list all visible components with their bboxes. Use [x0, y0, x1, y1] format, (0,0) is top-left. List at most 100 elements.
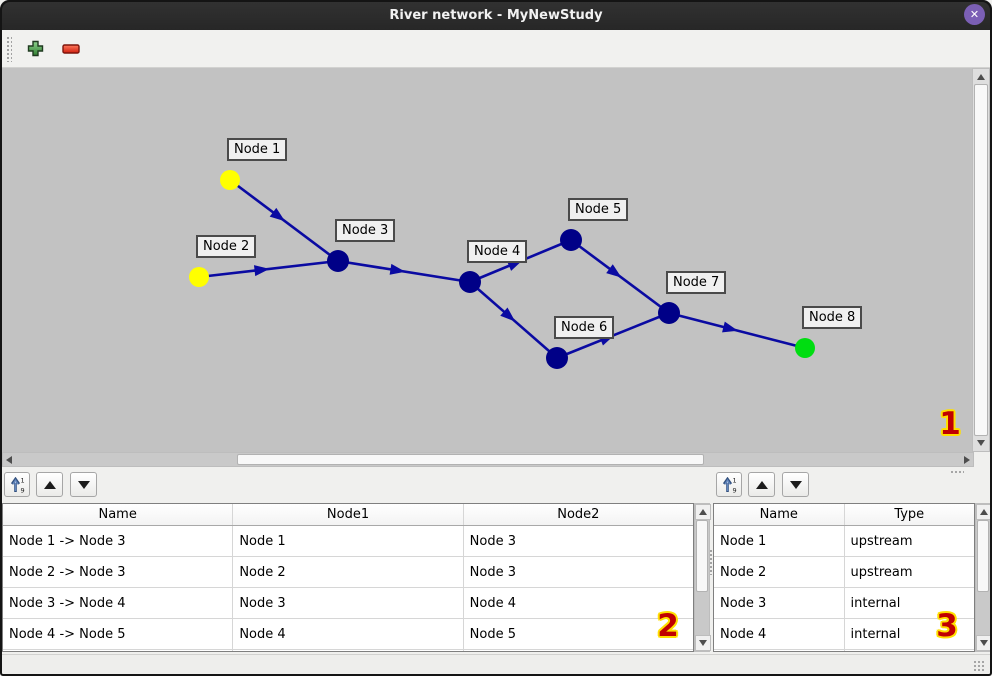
scroll-up-icon[interactable] — [977, 74, 985, 80]
table-cell[interactable]: internal — [850, 595, 901, 611]
node-label[interactable]: Node 6 — [554, 316, 615, 339]
add-button[interactable] — [22, 36, 48, 62]
river-node[interactable] — [189, 267, 209, 287]
table-cell[interactable]: Node 3 — [233, 588, 464, 618]
column-header[interactable]: Type — [894, 507, 925, 522]
river-node[interactable] — [546, 347, 568, 369]
column-header[interactable]: Node2 — [557, 507, 600, 522]
table-cell[interactable] — [845, 650, 975, 651]
river-node[interactable] — [560, 229, 582, 251]
svg-text:9: 9 — [20, 486, 24, 493]
table-cell[interactable]: Node 4 -> Node 5 — [3, 619, 234, 649]
table-cell[interactable]: Node 3 — [469, 533, 516, 549]
nodes-sort-button[interactable]: 1 9 — [716, 472, 742, 497]
table-cell[interactable] — [233, 650, 464, 651]
table-cell[interactable]: upstream — [850, 564, 913, 580]
column-header[interactable]: Node1 — [233, 504, 464, 525]
table-cell[interactable] — [3, 650, 234, 651]
table-row[interactable]: Node 3 internal — [714, 588, 974, 619]
flow-direction-arrow-icon — [389, 263, 406, 275]
table-row[interactable] — [714, 650, 975, 651]
nodes-move-up-button[interactable] — [748, 472, 775, 497]
node-label[interactable]: Node 3 — [335, 219, 396, 242]
table-cell[interactable]: Node 2 — [714, 557, 845, 587]
close-button[interactable]: ✕ — [964, 4, 985, 25]
column-header[interactable]: Name — [714, 504, 845, 525]
table-cell[interactable]: Node 2 -> Node 3 — [3, 557, 234, 587]
canvas-vscroll-thumb[interactable] — [974, 84, 988, 436]
scroll-up-icon — [699, 509, 707, 515]
reaches-table-scrollbar[interactable] — [694, 503, 711, 652]
node-label[interactable]: Node 1 — [227, 138, 288, 161]
scroll-down-button[interactable] — [976, 635, 992, 651]
table-row[interactable]: Node 2 upstream — [714, 557, 974, 588]
sort-ascending-icon: 1 9 — [722, 476, 736, 493]
reaches-move-down-button[interactable] — [70, 472, 97, 497]
canvas-vertical-scrollbar[interactable] — [972, 68, 990, 452]
reaches-move-up-button[interactable] — [36, 472, 63, 497]
scroll-down-icon — [980, 640, 988, 646]
column-header[interactable]: Name — [3, 504, 234, 525]
title-bar[interactable]: River network - MyNewStudy ✕ — [0, 0, 992, 30]
table-cell[interactable]: Node 3 -> Node 4 — [3, 588, 234, 618]
table-cell[interactable]: Node 3 — [469, 564, 516, 580]
table-cell[interactable]: Node 4 — [469, 595, 516, 611]
annotation-number: 1 — [939, 406, 961, 442]
table-cell[interactable]: Node 4 — [233, 619, 464, 649]
window-resize-grip[interactable] — [973, 660, 984, 671]
node-label[interactable]: Node 2 — [196, 235, 257, 258]
reaches-scroll-thumb[interactable] — [696, 520, 708, 592]
scroll-left-icon[interactable] — [6, 456, 12, 464]
remove-button[interactable] — [58, 36, 84, 62]
scroll-down-button[interactable] — [695, 635, 711, 651]
nodes-move-down-button[interactable] — [782, 472, 809, 497]
scroll-right-icon[interactable] — [964, 456, 970, 464]
status-bar — [2, 654, 990, 675]
nodes-scroll-thumb[interactable] — [977, 520, 989, 592]
table-cell[interactable]: Node 2 — [233, 557, 464, 587]
scroll-down-icon[interactable] — [977, 440, 985, 446]
canvas-horizontal-scrollbar[interactable] — [2, 452, 974, 467]
toolbar-drag-handle[interactable] — [6, 35, 12, 62]
table-row[interactable]: Node 1 upstream — [714, 526, 974, 557]
table-cell[interactable]: Node 1 — [233, 526, 464, 556]
river-node[interactable] — [795, 338, 815, 358]
reaches-sort-button[interactable]: 1 9 — [4, 472, 30, 497]
table-cell[interactable] — [464, 650, 693, 651]
flow-direction-arrow-icon — [500, 307, 516, 322]
table-cell[interactable]: Node 5 — [469, 626, 516, 642]
flow-direction-arrow-icon — [606, 264, 622, 278]
river-node[interactable] — [220, 170, 240, 190]
node-label[interactable]: Node 8 — [802, 306, 863, 329]
table-cell[interactable]: upstream — [850, 533, 913, 549]
river-network-canvas[interactable]: Node 1 Node 2 Node 3 Node 4 Node 5 Node 6 Node… — [2, 68, 972, 452]
table-row[interactable] — [3, 650, 693, 651]
nodes-table-scrollbar[interactable] — [975, 503, 992, 652]
table-cell[interactable]: Node 1 -> Node 3 — [3, 526, 234, 556]
scroll-up-button[interactable] — [976, 504, 992, 520]
table-row[interactable]: Node 4 internal — [714, 619, 974, 650]
table-cell[interactable]: Node 4 — [714, 619, 845, 649]
canvas-hscroll-thumb[interactable] — [237, 454, 704, 465]
table-cell[interactable]: Node 3 — [714, 588, 845, 618]
panel-splitter-handle[interactable] — [709, 549, 713, 575]
node-label[interactable]: Node 7 — [666, 271, 727, 294]
river-node[interactable] — [459, 271, 481, 293]
panel-resize-dots[interactable] — [950, 470, 964, 474]
table-cell[interactable]: Node 1 — [714, 526, 845, 556]
river-node[interactable] — [658, 302, 680, 324]
node-label[interactable]: Node 4 — [467, 240, 528, 263]
scroll-up-button[interactable] — [695, 504, 711, 520]
node-label[interactable]: Node 5 — [568, 198, 629, 221]
table-cell[interactable]: internal — [850, 626, 901, 642]
table-cell[interactable] — [714, 650, 845, 651]
river-node[interactable] — [327, 250, 349, 272]
minus-icon — [62, 43, 80, 54]
